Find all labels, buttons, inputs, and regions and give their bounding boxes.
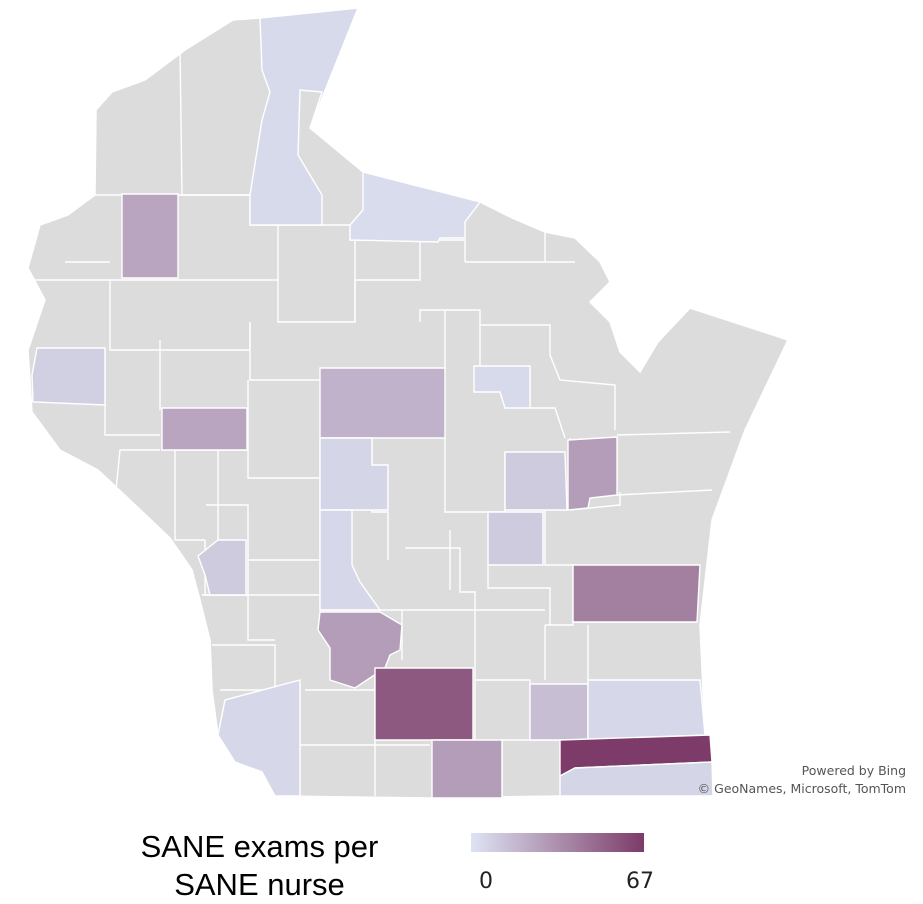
legend-title: SANE exams per SANE nurse [122,828,397,904]
county-region [529,683,589,741]
legend-max-label: 67 [626,869,654,894]
county-region [161,407,248,451]
county-region [249,7,360,226]
map-attribution: Powered by Bing © GeoNames, Microsoft, T… [698,762,906,798]
legend-gradient-bar [471,833,644,852]
county-region [319,509,382,611]
county-region [587,679,706,741]
county-region [217,679,301,797]
county-region [197,539,247,596]
county-region [349,171,482,243]
county-region [487,511,544,566]
county-region [121,193,179,279]
legend-title-line1: SANE exams per [140,829,379,864]
county-region [559,761,714,797]
data-regions [31,7,714,799]
county-region [319,367,446,439]
county-region [572,564,701,623]
county-region [567,436,618,511]
county-region [31,347,106,406]
county-region [473,365,531,409]
county-region [504,451,568,511]
county-region [374,667,474,741]
county-region [431,739,503,799]
legend-title-line2: SANE nurse [174,867,345,902]
legend-min-label: 0 [479,869,493,894]
attribution-powered-by: Powered by Bing [801,763,906,778]
attribution-sources: © GeoNames, Microsoft, TomTom [697,781,906,796]
